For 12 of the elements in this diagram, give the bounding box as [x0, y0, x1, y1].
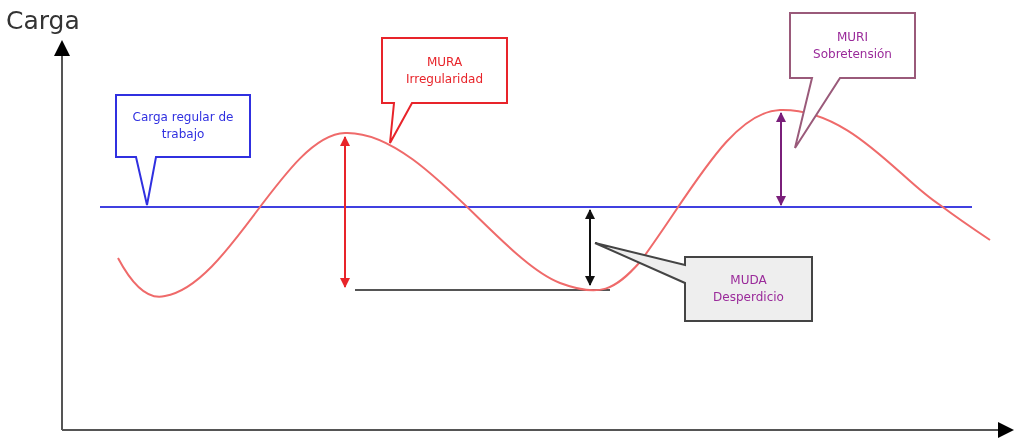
- callout-bubble: [382, 38, 507, 143]
- callout-bubble: [595, 243, 812, 321]
- callout-text: MURA: [426, 53, 463, 71]
- callout-bubble: [790, 13, 915, 148]
- callout-text: Desperdicio: [713, 289, 784, 306]
- callout-text: Carga regular de trabajo: [131, 109, 235, 143]
- callout-text: MUDA: [730, 272, 767, 289]
- callout-text: Irregularidad: [405, 70, 484, 88]
- axis-label: Carga: [6, 6, 80, 35]
- callout-text: Sobretensión: [813, 45, 892, 63]
- callout-bubble: [116, 95, 250, 205]
- callout-text: MURI: [837, 28, 868, 46]
